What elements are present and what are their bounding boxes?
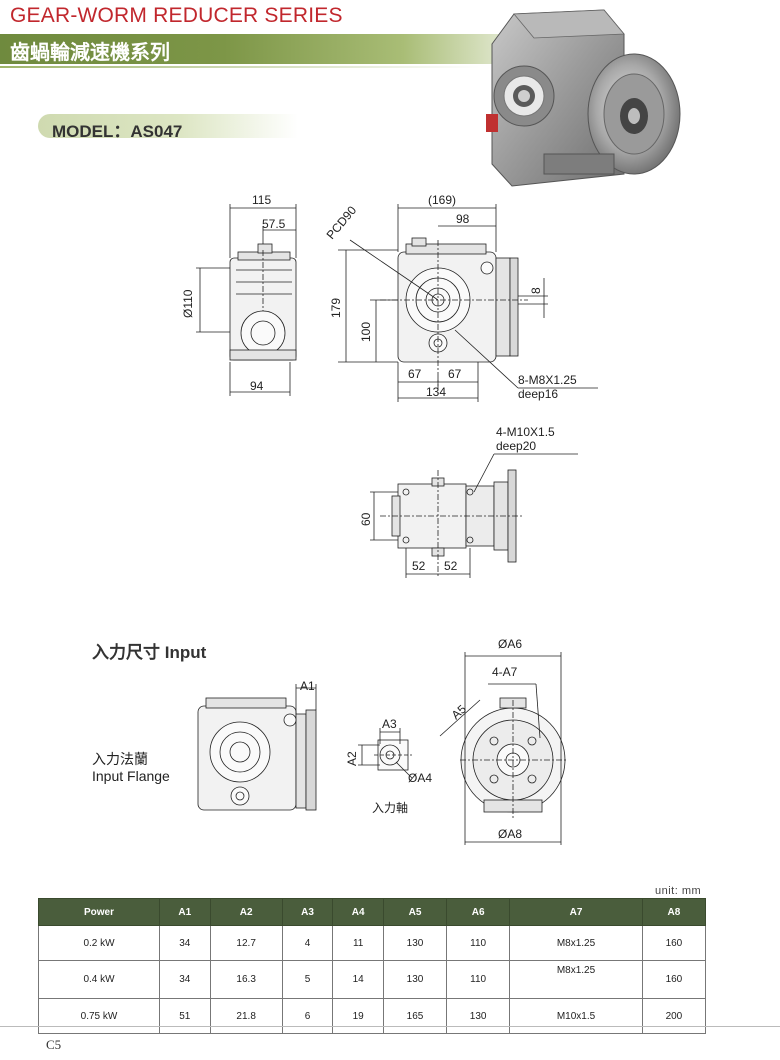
model-label: MODEL：AS047	[52, 122, 183, 141]
dim-side-half-right: 67	[448, 367, 462, 381]
title-chinese: 齒蝸輪減速機系列	[10, 42, 170, 64]
table-cell: 110	[446, 925, 511, 961]
table-header-row: Power A1 A2 A3 A4 A5 A6 A7 A8	[38, 898, 707, 926]
col-header: A8	[641, 898, 707, 926]
table-cell: 4	[281, 925, 334, 961]
table-cell: 34	[159, 960, 211, 999]
dim-pcd: PCD90	[324, 203, 360, 242]
title-stripe	[0, 66, 480, 68]
spec-table: Power A1 A2 A3 A4 A5 A6 A7 A8 0.2 kW 34 …	[38, 898, 707, 1034]
input-flange-cn: 入力法蘭	[92, 751, 148, 767]
title-banner	[0, 34, 560, 64]
table-cell: 5	[281, 960, 334, 999]
label-a5: A5	[449, 702, 470, 722]
note-holes-2: 4-M10X1.5	[496, 425, 555, 439]
col-header: A7	[509, 898, 643, 926]
title-english: GEAR-WORM REDUCER SERIES	[10, 4, 343, 27]
dim-bottom-height: 60	[359, 512, 373, 526]
table-cell: 200	[641, 998, 707, 1034]
dim-side-length: (169)	[428, 193, 456, 207]
dim-side-half-left: 67	[408, 367, 422, 381]
note-holes-1: 8-M8X1.25	[518, 373, 577, 387]
table-cell: 14	[332, 960, 384, 999]
note-holes-1-depth: deep16	[518, 387, 558, 401]
label-a3: A3	[382, 717, 397, 731]
unit-label: unit: mm	[655, 885, 702, 897]
page-number: C5	[46, 1037, 62, 1052]
table-cell: 160	[641, 925, 707, 961]
table-cell: 130	[382, 925, 448, 961]
label-a7: 4-A7	[492, 665, 518, 679]
input-flange-en: Input Flange	[92, 768, 170, 784]
table-cell: M8x1.25	[509, 960, 643, 999]
model-bar	[38, 114, 298, 138]
table-cell: 0.2 kW	[38, 925, 160, 961]
label-a6: ØA6	[498, 637, 522, 651]
table-cell: 160	[641, 960, 707, 999]
col-header: A3	[281, 898, 334, 926]
table-cell: 34	[159, 925, 211, 961]
input-section-title: 入力尺寸 Input	[92, 643, 207, 662]
label-a2: A2	[345, 751, 359, 766]
technical-drawings: 115 57.5 Ø110 94 PCD90 (169) 98 179 100 …	[181, 193, 598, 845]
table-cell: 6	[281, 998, 334, 1034]
dim-front-bottom: 94	[250, 379, 264, 393]
table-cell: 110	[446, 960, 511, 999]
dim-front-half: 57.5	[262, 217, 286, 231]
col-header: A1	[159, 898, 211, 926]
table-cell: 130	[446, 998, 511, 1034]
footer-rule	[0, 1026, 780, 1027]
table-cell: 51	[159, 998, 211, 1034]
note-holes-2-depth: deep20	[496, 439, 536, 453]
dim-front-dia: Ø110	[181, 289, 195, 318]
label-a4: ØA4	[408, 771, 432, 785]
col-header: A4	[332, 898, 384, 926]
dim-side-partial: 98	[456, 212, 470, 226]
col-header: A5	[382, 898, 448, 926]
label-a1: A1	[300, 679, 315, 693]
table-cell: 165	[382, 998, 448, 1034]
table-cell: 12.7	[209, 925, 283, 961]
label-a8: ØA8	[498, 827, 522, 841]
label-input-shaft: 入力軸	[372, 801, 408, 815]
table-cell: 21.8	[209, 998, 283, 1034]
dim-bottom-span-right: 52	[444, 559, 458, 573]
col-header: A6	[446, 898, 511, 926]
dim-side-offset: 8	[529, 287, 543, 294]
table-cell: 130	[382, 960, 448, 999]
dim-front-width: 115	[252, 193, 271, 207]
table-row: 0.2 kW 34 12.7 4 11 130 110 M8x1.25 160	[38, 925, 707, 961]
table-cell: 11	[332, 925, 384, 961]
dim-bottom-span-left: 52	[412, 559, 426, 573]
table-cell: 0.75 kW	[38, 998, 160, 1034]
dim-side-base: 134	[426, 385, 446, 399]
table-cell: 16.3	[209, 960, 283, 999]
table-cell: 0.4 kW	[38, 960, 160, 999]
product-photo	[486, 9, 681, 187]
col-header: Power	[38, 898, 160, 926]
table-row: 0.75 kW 51 21.8 6 19 165 130 M10x1.5 200	[38, 998, 707, 1034]
dim-side-shaft-height: 100	[359, 322, 373, 342]
col-header: A2	[209, 898, 283, 926]
table-cell: 19	[332, 998, 384, 1034]
dim-side-height: 179	[329, 298, 343, 318]
table-row: 0.4 kW 34 16.3 5 14 130 110 M8x1.25 160	[38, 960, 707, 999]
table-cell: M10x1.5	[509, 998, 643, 1034]
table-cell: M8x1.25	[509, 925, 643, 961]
